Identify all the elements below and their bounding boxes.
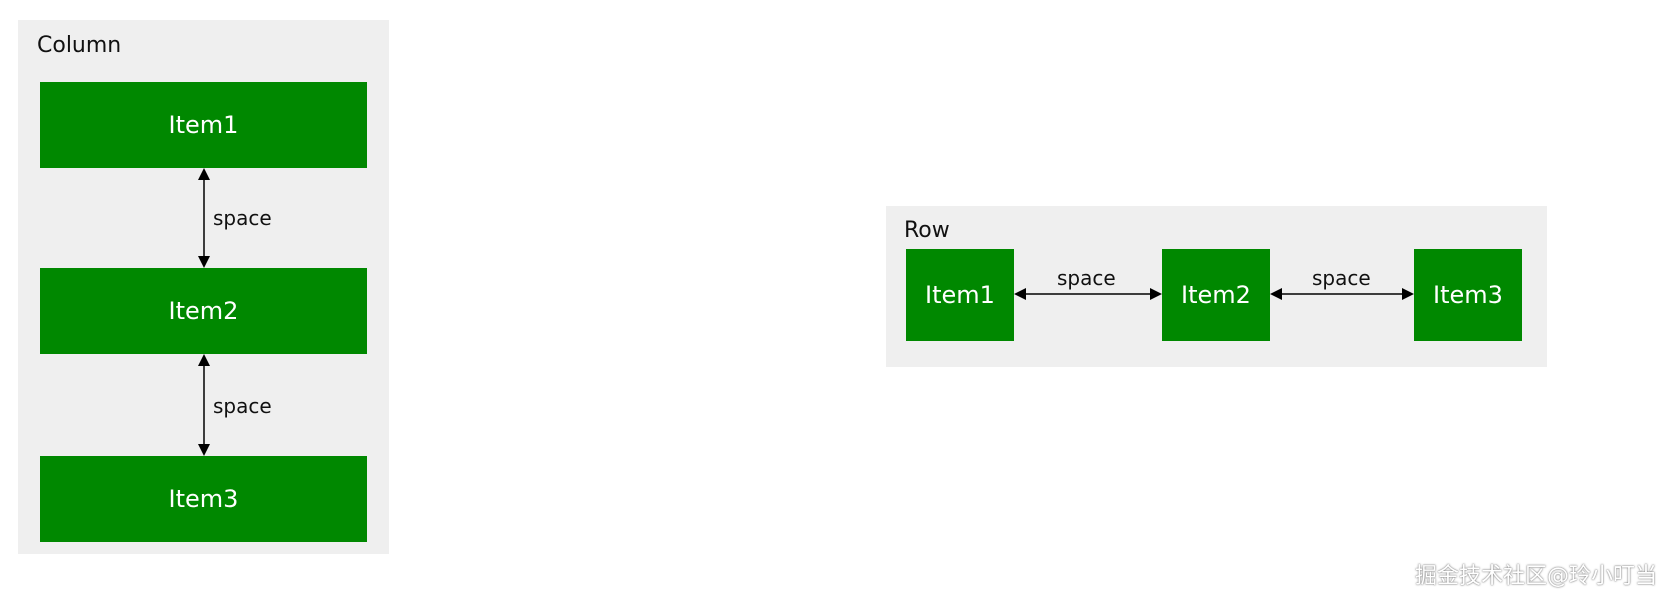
column-item-1: Item1 bbox=[40, 82, 367, 168]
column-item-2: Item2 bbox=[40, 268, 367, 354]
column-spacing-label-2: space bbox=[213, 394, 272, 418]
row-panel-title: Row bbox=[904, 218, 950, 243]
row-item-2: Item2 bbox=[1162, 249, 1270, 341]
column-panel: Column Item1 Item2 Item3 space space bbox=[18, 20, 389, 554]
column-spacing-arrow-1 bbox=[198, 168, 210, 268]
column-item-3: Item3 bbox=[40, 456, 367, 542]
column-panel-title: Column bbox=[37, 33, 122, 58]
column-spacing-label-1: space bbox=[213, 206, 272, 230]
row-item-1: Item1 bbox=[906, 249, 1014, 341]
row-item-3: Item3 bbox=[1414, 249, 1522, 341]
row-spacing-arrow-2 bbox=[1270, 288, 1414, 300]
row-spacing-arrow-1 bbox=[1014, 288, 1162, 300]
row-spacing-label-1: space bbox=[1057, 266, 1116, 290]
watermark-text: 掘金技术社区@玲小叮当 bbox=[1414, 564, 1657, 589]
row-spacing-label-2: space bbox=[1312, 266, 1371, 290]
column-spacing-arrow-2 bbox=[198, 354, 210, 456]
row-panel: Row Item1 Item2 Item3 space space bbox=[886, 206, 1547, 367]
